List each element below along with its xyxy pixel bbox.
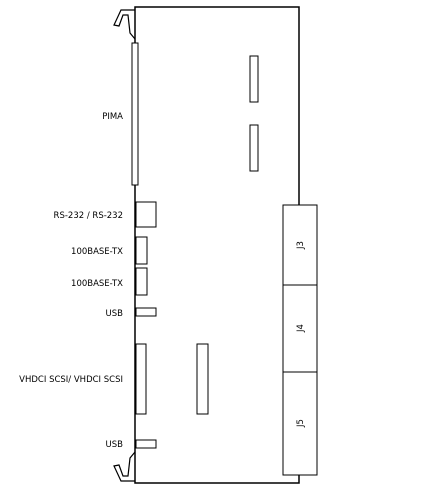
scsi-label: VHDCI SCSI/ VHDCI SCSI [19, 375, 123, 385]
usb-connector-2 [135, 439, 157, 449]
top-ejector-handle [113, 9, 136, 40]
ethernet-label-2: 100BASE-TX [71, 279, 123, 289]
ethernet-label-1: 100BASE-TX [71, 247, 123, 257]
onboard-scsi-header [196, 343, 209, 415]
j5-label: J5 [296, 419, 306, 428]
rs232-label: RS-232 / RS-232 [54, 211, 123, 221]
onboard-header-2 [249, 124, 259, 172]
pima-label: PIMA [102, 112, 123, 122]
bottom-ejector-handle [113, 451, 136, 482]
usb-label-2: USB [106, 440, 124, 450]
usb-connector-1 [135, 307, 157, 317]
j4-label: J4 [296, 324, 306, 333]
j5-connector [282, 371, 318, 476]
board-outline [134, 6, 300, 484]
scsi-connector [135, 343, 147, 415]
rs232-connector [135, 201, 157, 228]
ethernet-connector-1 [135, 236, 148, 265]
j3-label: J3 [296, 241, 306, 250]
j4-connector [282, 284, 318, 373]
ethernet-connector-2 [135, 267, 148, 296]
onboard-header-1 [249, 55, 259, 103]
usb-label-1: USB [106, 309, 124, 319]
pima-connector [131, 42, 139, 186]
j3-connector [282, 204, 318, 286]
